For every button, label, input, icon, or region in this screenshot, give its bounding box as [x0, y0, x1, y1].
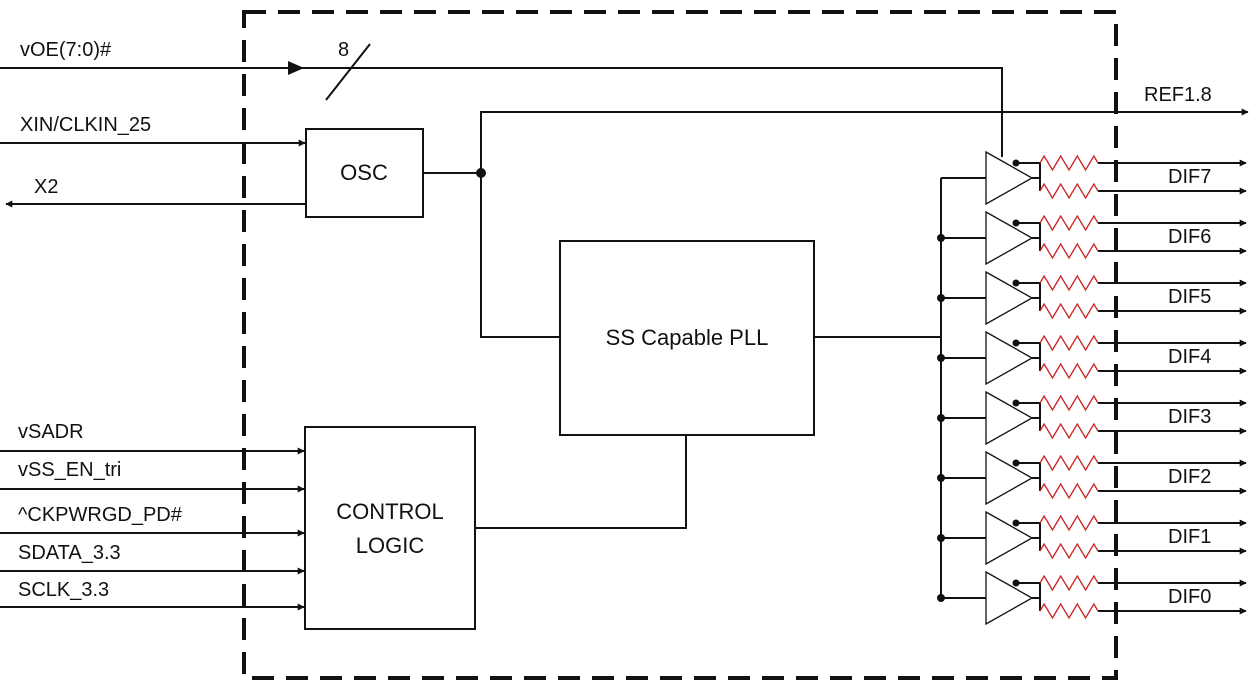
series-resistor	[1039, 334, 1099, 352]
dif-label: DIF6	[1168, 226, 1211, 248]
output-buffer	[985, 390, 1034, 446]
oe-dot	[1012, 279, 1020, 287]
chip-boundary	[242, 10, 1118, 680]
series-resistor	[1039, 602, 1099, 620]
output-buffer	[985, 510, 1034, 566]
junction-dot	[937, 234, 945, 242]
control-logic-block	[304, 426, 476, 630]
osc-label: OSC	[340, 160, 388, 185]
output-buffer	[985, 150, 1034, 206]
output-buffer	[985, 270, 1034, 326]
output-buffer	[985, 570, 1034, 626]
diff-split-wire	[1019, 462, 1040, 464]
osc-block	[305, 128, 424, 218]
junction-dot	[937, 474, 945, 482]
control-label-line2: LOGIC	[356, 533, 425, 558]
oe-dot	[1012, 399, 1020, 407]
dif-label: DIF1	[1168, 526, 1211, 548]
dif-label: DIF7	[1168, 166, 1211, 188]
series-resistor	[1039, 242, 1099, 260]
output-buffer	[985, 450, 1034, 506]
oe-dot	[1012, 459, 1020, 467]
junction-dot	[937, 354, 945, 362]
series-resistor	[1039, 394, 1099, 412]
control-to-pll-wire	[475, 435, 687, 529]
diff-split-wire	[1019, 222, 1040, 224]
junction-dot	[937, 294, 945, 302]
vsadr-label: vSADR	[18, 421, 84, 443]
pll-label: SS Capable PLL	[606, 325, 769, 350]
diff-split-wire	[1019, 162, 1040, 164]
diff-split-wire	[1019, 342, 1040, 344]
bus-width-label: 8	[338, 39, 349, 61]
oe-dot	[1012, 219, 1020, 227]
dif-label: DIF5	[1168, 286, 1211, 308]
series-resistor	[1039, 482, 1099, 500]
series-resistor	[1039, 574, 1099, 592]
diff-split-wire	[1019, 522, 1040, 524]
voe-label: vOE(7:0)#	[20, 39, 112, 61]
diff-split-wire	[1019, 402, 1040, 404]
dif-label: DIF4	[1168, 346, 1211, 368]
junction-dot	[937, 534, 945, 542]
oe-dot	[1012, 159, 1020, 167]
pll-block	[559, 240, 815, 436]
series-resistor	[1039, 182, 1099, 200]
dif-label: DIF3	[1168, 406, 1211, 428]
sclk-label: SCLK_3.3	[18, 579, 109, 601]
series-resistor	[1039, 362, 1099, 380]
diff-split-wire	[1019, 582, 1040, 584]
series-resistor	[1039, 274, 1099, 292]
oe-dot	[1012, 579, 1020, 587]
junction-dot	[937, 414, 945, 422]
series-resistor	[1039, 302, 1099, 320]
series-resistor	[1039, 542, 1099, 560]
sdata-label: SDATA_3.3	[18, 542, 121, 564]
dif-label: DIF2	[1168, 466, 1211, 488]
oe-dot	[1012, 519, 1020, 527]
voe-bus: 8	[0, 39, 1003, 157]
junction-dot	[937, 594, 945, 602]
pll-ref-wire	[480, 173, 560, 338]
oe-dot	[1012, 339, 1020, 347]
series-resistor	[1039, 214, 1099, 232]
series-resistor	[1039, 422, 1099, 440]
series-resistor	[1039, 514, 1099, 532]
vss-en-label: vSS_EN_tri	[18, 459, 121, 481]
ref-label: REF1.8	[1144, 84, 1212, 106]
control-label-line1: CONTROL	[336, 499, 444, 524]
output-buffer	[985, 210, 1034, 266]
x2-label: X2	[34, 176, 58, 198]
ref-wire	[480, 108, 1249, 173]
series-resistor	[1039, 154, 1099, 172]
ckpwrgd-label: ^CKPWRGD_PD#	[18, 504, 183, 526]
series-resistor	[1039, 454, 1099, 472]
xin-label: XIN/CLKIN_25	[20, 114, 151, 136]
diff-split-wire	[1019, 282, 1040, 284]
dif-label: DIF0	[1168, 586, 1211, 608]
output-buffer	[985, 330, 1034, 386]
